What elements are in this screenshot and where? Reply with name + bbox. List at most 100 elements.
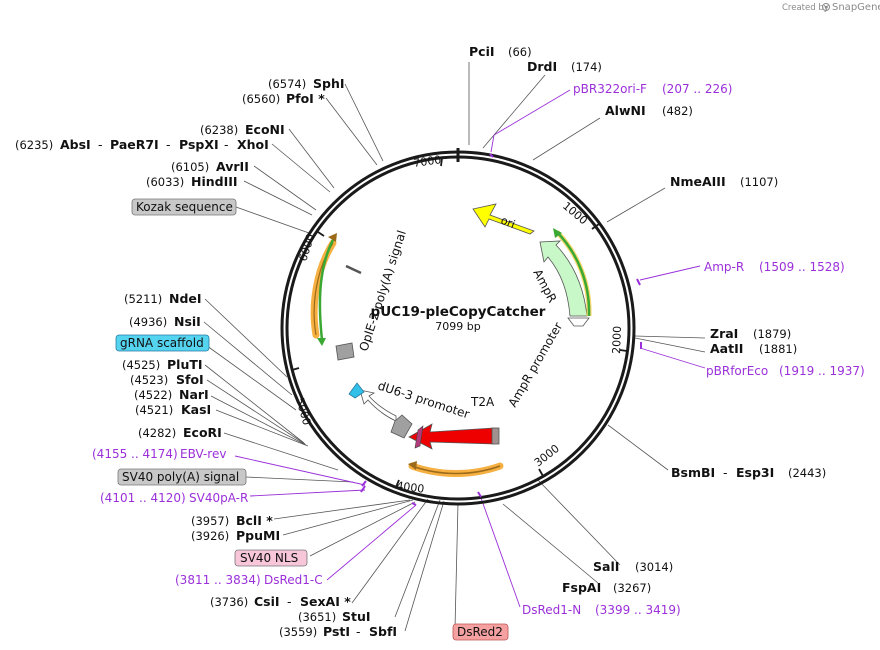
site-csii: CsiI xyxy=(254,594,280,609)
site-nari: NarI xyxy=(179,387,209,402)
site-psti-pos: (3559) xyxy=(279,625,317,639)
primer-pbrforeco: pBRforEco xyxy=(706,364,768,378)
sv40-polya-label: SV40 poly(A) signal xyxy=(122,470,239,484)
site-psti-sep: - xyxy=(356,624,361,639)
site-aatii-pos: (1881) xyxy=(759,342,797,356)
site-absi-sep: - xyxy=(98,137,103,152)
site-paer7i: PaeR7I xyxy=(110,137,159,152)
ori-feature-arrow xyxy=(472,203,535,235)
plasmid-name: pUC19-pleCopyCatcher xyxy=(371,304,546,320)
kozak-label: Kozak sequence xyxy=(136,200,233,214)
site-avrii-pos: (6105) xyxy=(171,160,209,174)
dsred2-label: DsRed2 xyxy=(457,625,503,639)
primer-dsred1-c: DsRed1-C xyxy=(264,573,323,587)
site-bsmbi: BsmBI xyxy=(671,465,715,480)
site-paer7i-sep: - xyxy=(166,137,171,152)
site-ecori: EcoRI xyxy=(183,425,222,440)
site-alwni-pos: (482) xyxy=(662,104,693,118)
site-bsmbi-pos: (2443) xyxy=(788,466,826,480)
grna-scaffold-box xyxy=(115,334,210,352)
tick-label-6000: 6000 xyxy=(296,232,317,263)
site-sbfi: SbfI xyxy=(369,624,397,639)
site-nsii-pos: (4936) xyxy=(129,315,167,329)
site-sfoi-pos: (4523) xyxy=(130,373,168,387)
site-pcii: PciI xyxy=(469,44,495,59)
tick-label-3000: 3000 xyxy=(532,442,562,469)
site-pluti-pos: (4525) xyxy=(122,358,160,372)
primer-pbr322ori-f: pBR322ori-F xyxy=(573,82,647,96)
primer-dsred1-n-range: (3399 .. 3419) xyxy=(595,603,681,617)
sv40-nls-box xyxy=(234,549,308,567)
site-pluti: PluTI xyxy=(167,357,203,372)
site-sphi: SphI xyxy=(313,76,345,91)
sv40-polya-arrowhead xyxy=(408,461,417,470)
site-econi: EcoNI xyxy=(245,122,285,137)
left-orange-arc xyxy=(310,239,337,339)
site-bsmbi-sep: - xyxy=(723,465,728,480)
site-absi: AbsI xyxy=(60,137,91,152)
site-drdi-pos: (174) xyxy=(571,60,602,74)
site-ppumi: PpuMI xyxy=(236,528,280,543)
site-pfoi-pos: (6560) xyxy=(242,92,280,106)
sv40-polya-box xyxy=(117,468,247,486)
left-green-arc xyxy=(318,237,336,341)
primer-pbr322ori-f-range: (207 .. 226) xyxy=(662,82,732,96)
site-sfoi: SfoI xyxy=(176,372,204,387)
site-pcii-pos: (66) xyxy=(508,45,532,59)
site-nari-pos: (4522) xyxy=(134,388,172,402)
du6-promoter-arrow xyxy=(359,389,397,422)
leader-lines xyxy=(202,62,706,632)
site-bcli: BclI * xyxy=(236,513,273,528)
primer-ebv-rev-range: (4155 .. 4174) xyxy=(92,447,178,461)
t2a-label: T2A xyxy=(470,395,495,409)
t2a-feature xyxy=(491,427,500,445)
site-sexai: SexAI * xyxy=(300,594,351,609)
site-pspxi: PspXI xyxy=(179,137,219,152)
tick-label-4000: 4000 xyxy=(396,479,426,496)
site-absi-pos: (6235) xyxy=(15,138,53,152)
site-nsii: NsiI xyxy=(174,314,201,329)
primer-leader-lines xyxy=(234,89,706,608)
credit-text: Created by xyxy=(782,3,829,13)
site-xhoi: XhoI xyxy=(237,137,269,152)
site-hindiii: HindIII xyxy=(191,174,238,189)
primer-amp-r: Amp-R xyxy=(704,260,744,274)
opie2-mark xyxy=(345,264,362,275)
site-econi-pos: (6238) xyxy=(200,123,238,137)
site-zrai: ZraI xyxy=(710,326,738,341)
site-sphi-pos: (6574) xyxy=(268,77,306,91)
primer-dsred1-n: DsRed1-N xyxy=(522,603,581,617)
grna-scaffold-label: gRNA scaffold xyxy=(120,336,204,350)
site-csii-sep: - xyxy=(287,594,292,609)
site-pspxi-sep: - xyxy=(224,137,229,152)
site-psti: PstI xyxy=(323,624,350,639)
ampr-label: AmpR xyxy=(530,267,559,305)
site-fspai-pos: (3267) xyxy=(613,581,651,595)
site-nmeaiii-pos: (1107) xyxy=(740,175,778,189)
sv40-polya-arc-core xyxy=(411,465,501,475)
plasmid-size: 7099 bp xyxy=(435,320,480,333)
site-alwni: AlwNI xyxy=(605,103,646,118)
site-aatii: AatII xyxy=(710,341,743,356)
kozak-box xyxy=(131,198,237,216)
site-avrii: AvrII xyxy=(216,159,249,174)
site-stui: StuI xyxy=(342,609,371,624)
site-ecori-pos: (4282) xyxy=(138,426,176,440)
left-green-arrowhead xyxy=(317,338,326,346)
primer-amp-r-range: (1509 .. 1528) xyxy=(759,260,845,274)
site-hindiii-pos: (6033) xyxy=(146,175,184,189)
primer-sv40pa-r-range: (4101 .. 4120) xyxy=(100,491,186,505)
sv40-nls-label: SV40 NLS xyxy=(240,551,298,565)
ampr-promoter-arrow xyxy=(567,317,590,327)
site-bcli-pos: (3957) xyxy=(191,514,229,528)
tick-marks xyxy=(291,157,628,488)
dsred2-box xyxy=(452,623,509,641)
site-kasi-pos: (4521) xyxy=(135,403,173,417)
du6-gray-feature xyxy=(390,414,413,439)
ampr-green-arrow xyxy=(556,231,591,317)
site-nmeaiii: NmeAIII xyxy=(670,174,726,189)
brand-text: SnapGene xyxy=(832,2,880,13)
snapgene-logo-icon xyxy=(822,3,830,11)
site-ppumi-pos: (3926) xyxy=(191,529,229,543)
opie2-label: OpIE-2 poly(A) signal xyxy=(357,229,409,353)
